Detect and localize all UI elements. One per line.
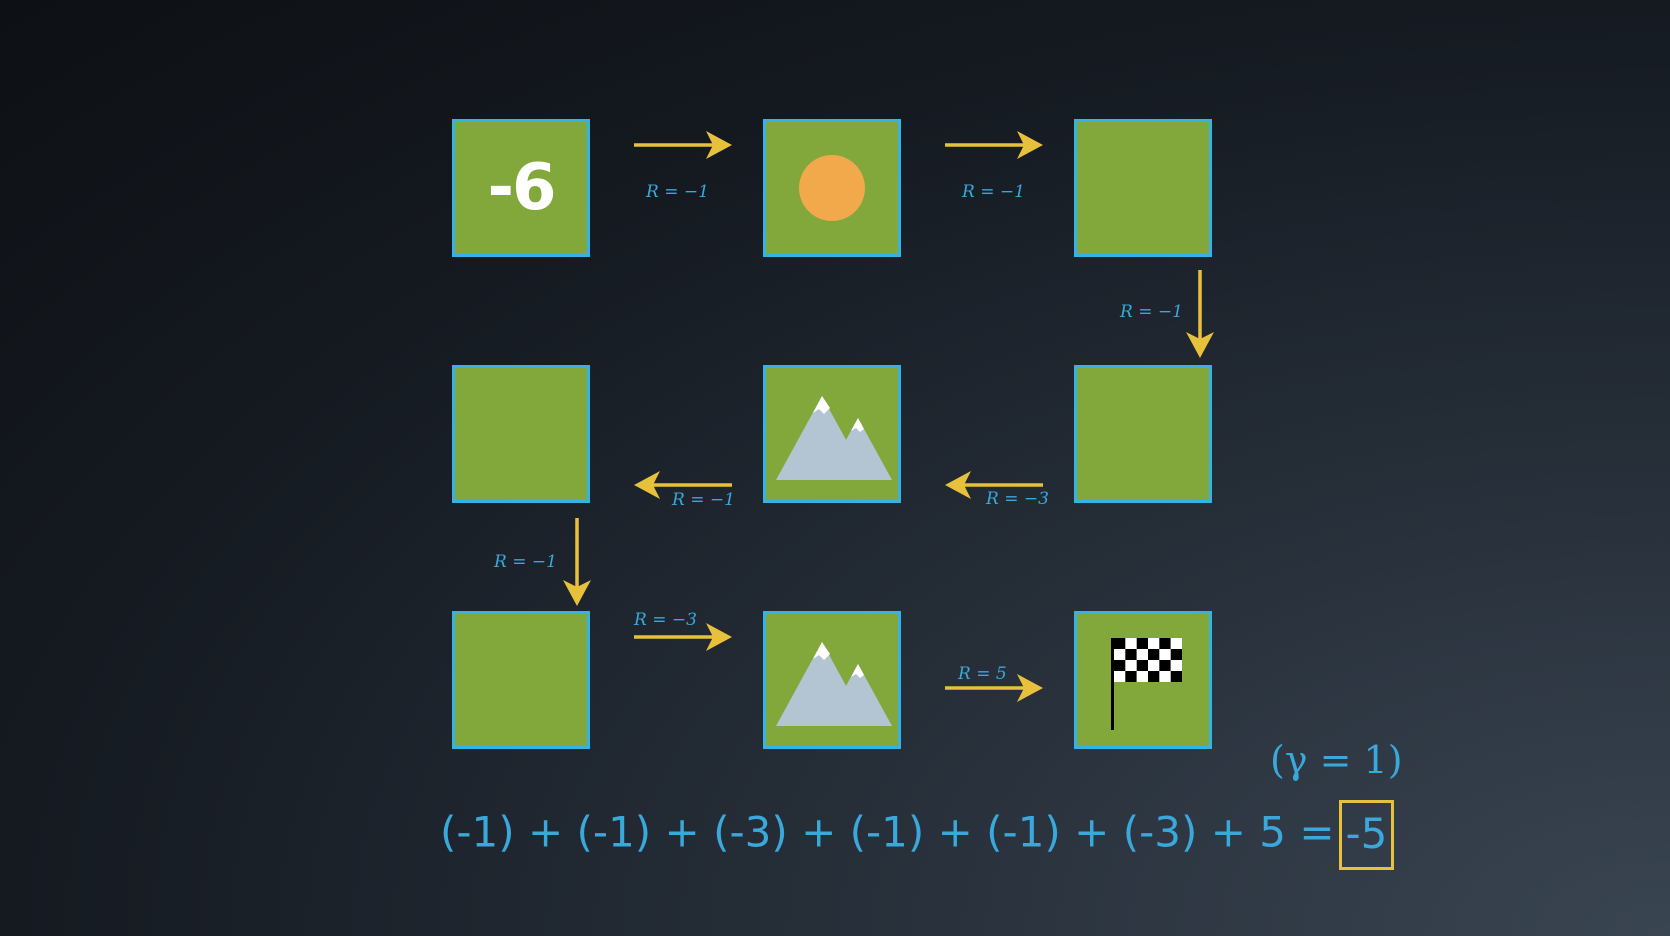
grid-cell-empty	[452, 611, 590, 749]
mountain-icon	[776, 396, 892, 480]
transition-arrow	[634, 471, 732, 499]
reward-label: R = −1	[672, 490, 735, 510]
checkered-flag-icon	[1111, 638, 1182, 730]
grid-cell-mountain	[763, 611, 901, 749]
reward-label: R = −1	[494, 552, 557, 572]
transition-arrow	[945, 131, 1043, 159]
transition-arrow	[945, 471, 1043, 499]
reward-label: R = −1	[646, 182, 709, 202]
transition-arrow	[563, 518, 591, 606]
mountain-icon	[776, 642, 892, 726]
transition-arrow	[634, 623, 732, 651]
transition-arrow	[634, 131, 732, 159]
discount-label: (γ = 1)	[1270, 738, 1403, 782]
reward-label: R = −3	[634, 610, 697, 630]
return-equation: (-1) + (-1) + (-3) + (-1) + (-1) + (-3) …	[440, 800, 1395, 870]
equation-result: -5	[1338, 800, 1395, 870]
sun-icon	[799, 155, 865, 221]
grid-cell-empty	[452, 365, 590, 503]
grid-cell-start: -6	[452, 119, 590, 257]
grid-cell-mountain	[763, 365, 901, 503]
reward-label: R = 5	[958, 664, 1007, 684]
grid-cell-empty	[1074, 119, 1212, 257]
grid-cell-sun	[763, 119, 901, 257]
reward-label: R = −1	[1120, 302, 1183, 322]
start-value-label: -6	[487, 151, 556, 225]
equation-expression: (-1) + (-1) + (-3) + (-1) + (-1) + (-3) …	[440, 807, 1335, 857]
transition-arrow	[1186, 270, 1214, 358]
reward-label: R = −3	[986, 489, 1049, 509]
grid-cell-goal	[1074, 611, 1212, 749]
transition-arrow	[945, 674, 1043, 702]
reward-label: R = −1	[962, 182, 1025, 202]
grid-cell-empty	[1074, 365, 1212, 503]
